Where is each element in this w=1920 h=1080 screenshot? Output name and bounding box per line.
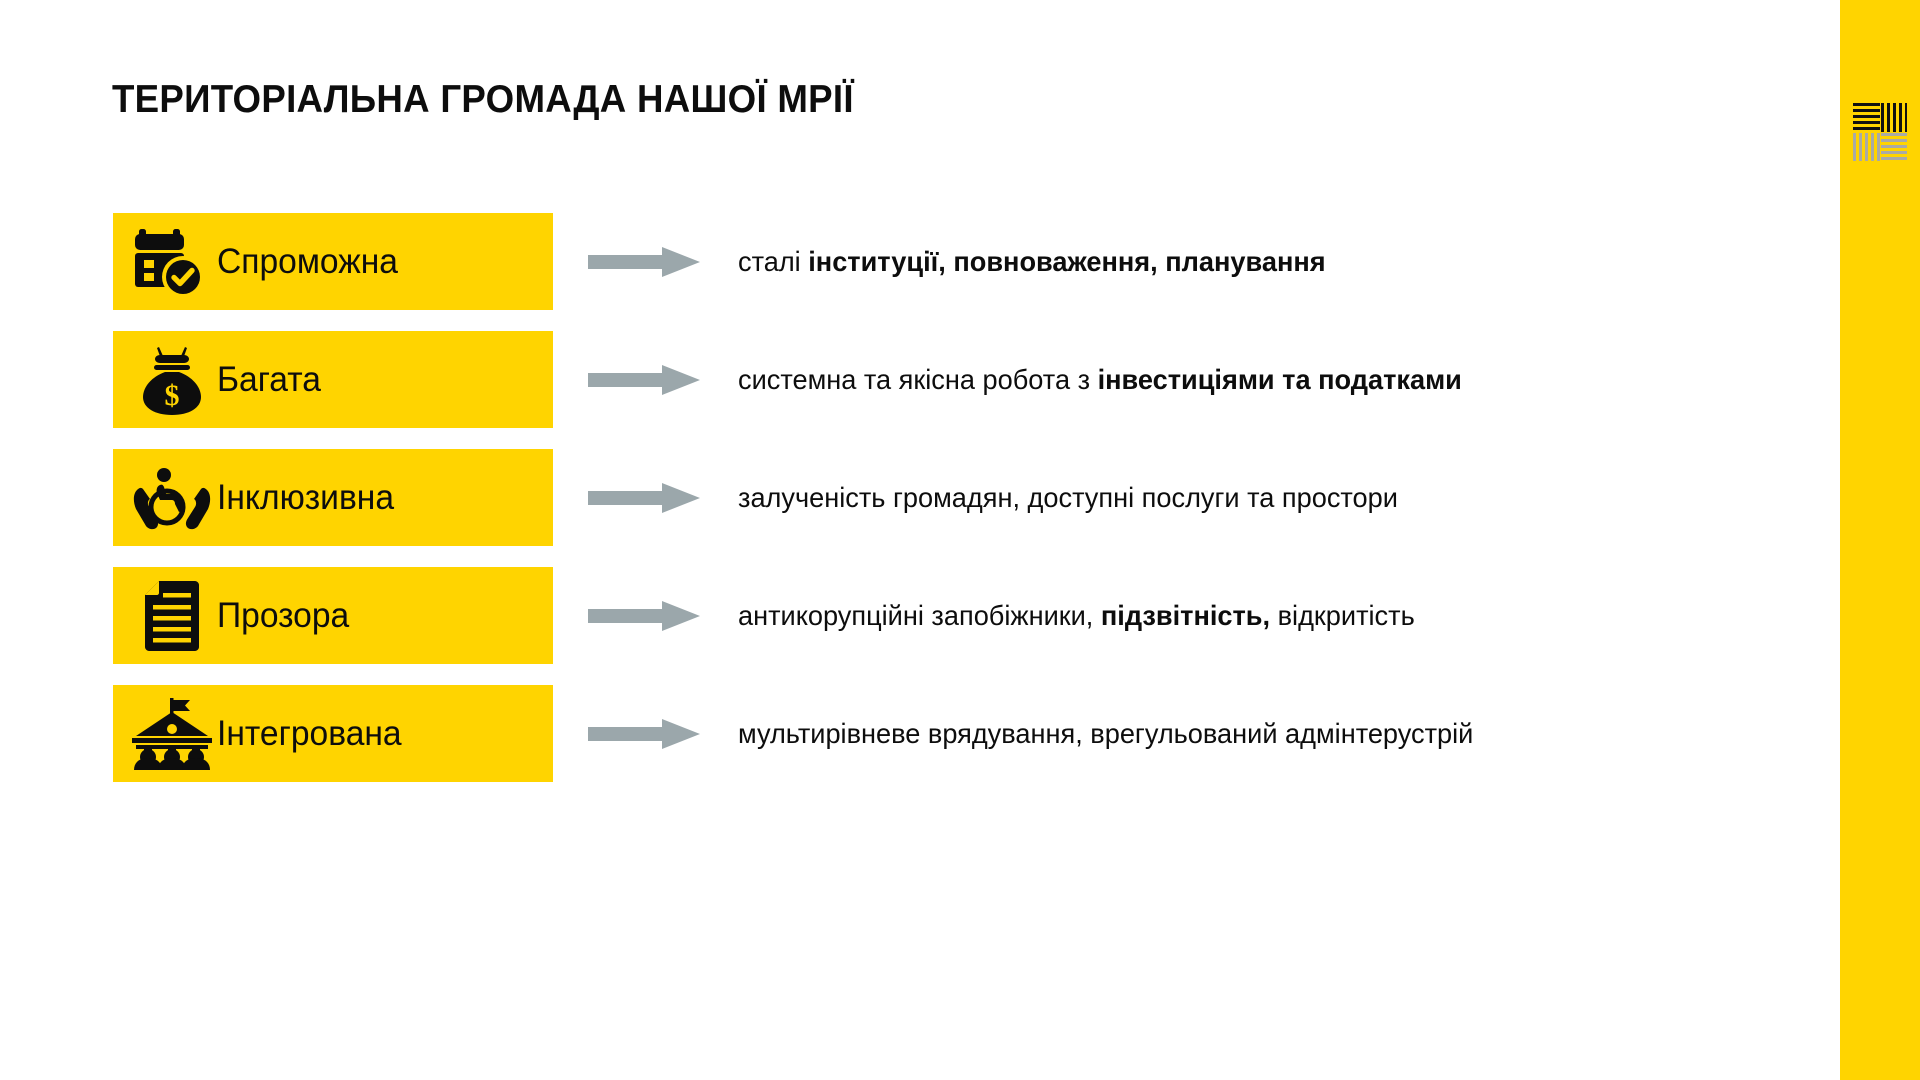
arrow-icon [588,483,700,513]
arrow-icon [588,719,700,749]
principles-list: Спроможна сталі інституції, повноваження… [0,213,1920,803]
label-box-bagata[interactable]: $ Багата [113,331,553,428]
svg-text:$: $ [165,379,180,412]
description-plain-2: відкритість [1270,600,1415,631]
label-box-prozora[interactable]: Прозора [113,567,553,664]
label-box-integrovana[interactable]: Інтегрована [113,685,553,782]
list-item: Спроможна сталі інституції, повноваження… [0,213,1920,331]
description-bold: інституції, повноваження, планування [808,246,1326,277]
label-text: Прозора [217,596,350,635]
government-building-people-icon [129,697,215,770]
description-plain-1: мультирівневе врядування, врегульований … [738,718,1474,749]
money-bag-icon: $ [129,344,215,416]
description-plain-1: антикорупційні запобіжники, [738,600,1101,631]
arrow-icon [588,365,700,395]
label-text: Спроможна [217,242,398,281]
page-title: ТЕРИТОРІАЛЬНА ГРОМАДА НАШОЇ МРІЇ [112,78,854,121]
hands-accessibility-icon [129,462,215,534]
description-text: мультирівневе врядування, врегульований … [738,717,1473,751]
description-text: сталі інституції, повноваження, плануван… [738,245,1326,279]
description-plain-1: сталі [738,246,809,277]
description-bold: підзвітність, [1100,600,1271,631]
list-item: $ Багата системна та якісна робота з інв… [0,331,1920,449]
label-box-spromozhna[interactable]: Спроможна [113,213,553,310]
label-text: Інтегрована [217,714,402,753]
description-plain-1: залученість громадян, доступні послуги т… [738,482,1398,513]
list-item: Прозора антикорупційні запобіжники, підз… [0,567,1920,685]
description-bold: інвестиціями та податками [1097,364,1462,395]
list-item: Інклюзивна залученість громадян, доступн… [0,449,1920,567]
label-text: Багата [217,360,321,399]
document-lines-icon [129,580,215,652]
description-text: антикорупційні запобіжники, підзвітність… [738,599,1415,633]
description-text: системна та якісна робота з інвестиціями… [738,363,1462,397]
label-text: Інклюзивна [217,478,395,517]
deco-quadrant-horizontal-black [1853,103,1880,132]
striped-square-mark [1853,103,1907,161]
deco-quadrant-vertical-black [1880,103,1907,132]
list-item: Інтегрована мультирівневе врядування, вр… [0,685,1920,803]
calendar-check-icon [129,226,215,298]
deco-quadrant-vertical-gray [1853,132,1880,161]
description-text: залученість громадян, доступні послуги т… [738,481,1398,515]
label-box-inkluzyvna[interactable]: Інклюзивна [113,449,553,546]
arrow-icon [588,247,700,277]
arrow-icon [588,601,700,631]
description-plain-1: системна та якісна робота з [738,364,1098,395]
deco-quadrant-horizontal-gray [1880,132,1907,161]
right-accent-bar [1840,0,1920,1080]
